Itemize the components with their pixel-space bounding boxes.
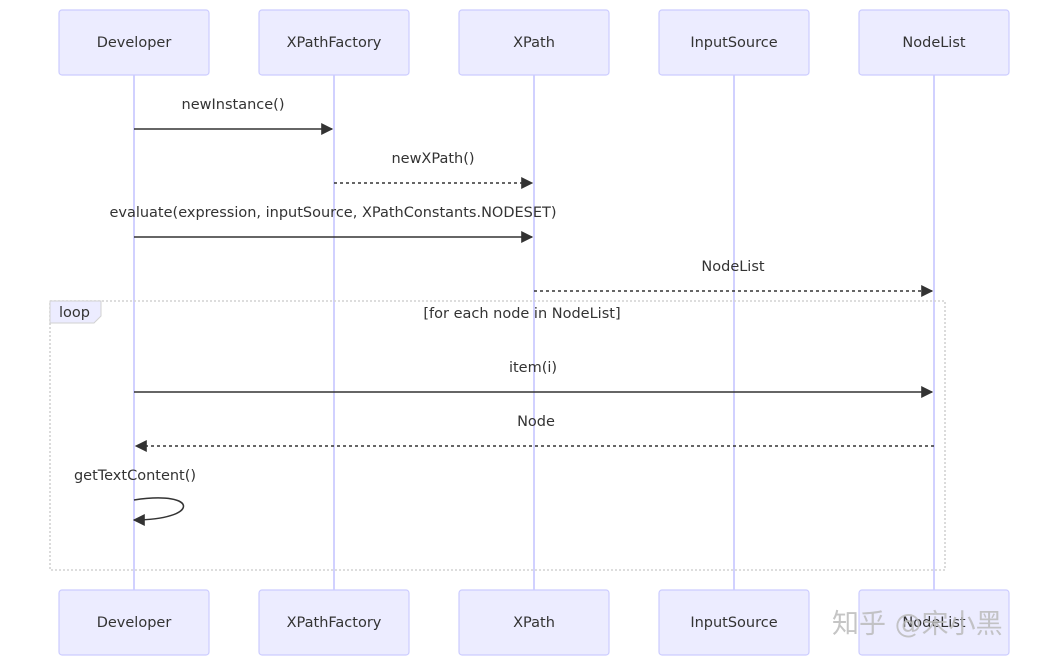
actor-label: Developer [97, 35, 172, 51]
actor-inputsource-top: InputSource [658, 9, 810, 76]
actor-label: XPath [513, 35, 555, 51]
messages: newInstance() newXPath() evaluate(expres… [74, 97, 934, 526]
actor-label: NodeList [902, 35, 966, 51]
actor-label: InputSource [690, 35, 777, 51]
loop-label: loop [59, 305, 90, 321]
actor-developer-bottom: Developer [58, 589, 210, 656]
message-new-xpath: newXPath() [334, 151, 534, 189]
actor-label: XPathFactory [287, 615, 382, 631]
message-nodelist-return: NodeList [534, 259, 934, 297]
message-label: getTextContent() [74, 468, 196, 484]
message-get-text-content: getTextContent() [74, 468, 196, 526]
message-label: newInstance() [182, 97, 285, 113]
loop-condition: [for each node in NodeList] [423, 306, 620, 322]
lifelines [133, 75, 935, 590]
actor-label: Developer [97, 615, 172, 631]
actor-developer-top: Developer [58, 9, 210, 76]
actor-label: XPathFactory [287, 35, 382, 51]
actor-xpathfactory-bottom: XPathFactory [258, 589, 410, 656]
message-node-return: Node [134, 414, 934, 452]
actors-bottom: Developer XPathFactory XPath InputSource… [58, 589, 1010, 656]
message-label: evaluate(expression, inputSource, XPathC… [109, 205, 556, 221]
message-evaluate: evaluate(expression, inputSource, XPathC… [109, 205, 557, 243]
actor-label: NodeList [902, 615, 966, 631]
message-label: Node [517, 414, 555, 430]
loop-fragment: loop [for each node in NodeList] [49, 300, 946, 571]
actors-top: Developer XPathFactory XPath InputSource… [58, 9, 1010, 76]
actor-nodelist-bottom: NodeList [858, 589, 1010, 656]
message-label: newXPath() [391, 151, 474, 167]
message-self-arrow [132, 497, 184, 526]
actor-label: XPath [513, 615, 555, 631]
actor-inputsource-bottom: InputSource [658, 589, 810, 656]
message-new-instance: newInstance() [134, 97, 334, 135]
actor-label: InputSource [690, 615, 777, 631]
message-label: item(i) [509, 360, 557, 376]
actor-xpathfactory-top: XPathFactory [258, 9, 410, 76]
loop-frame [49, 300, 946, 571]
message-item: item(i) [134, 360, 934, 398]
actor-xpath-bottom: XPath [458, 589, 610, 656]
watermark: 知乎 @宋小黑 [832, 609, 1003, 640]
actor-xpath-top: XPath [458, 9, 610, 76]
loop-tab [49, 300, 102, 324]
message-label: NodeList [701, 259, 765, 275]
actor-nodelist-top: NodeList [858, 9, 1010, 76]
